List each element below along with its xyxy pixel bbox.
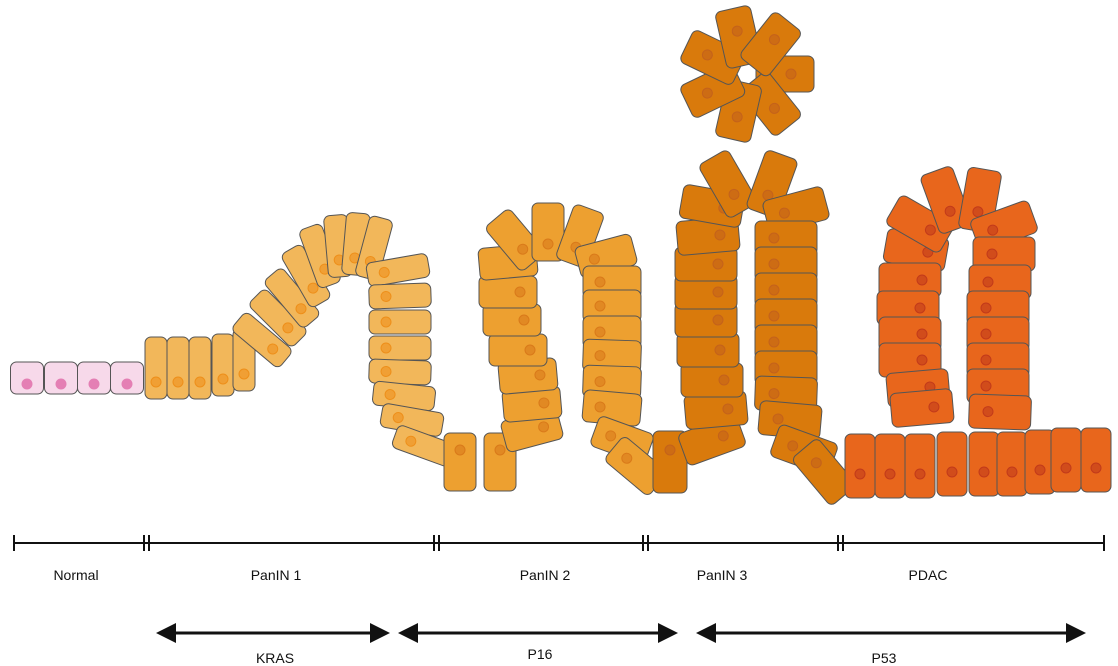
pdac-cell [969,432,999,496]
stage-label-panin2: PanIN 2 [520,567,571,583]
panin3-cell [677,333,739,367]
pdac-cell [997,432,1027,496]
panin3-cell [681,363,743,397]
panin1-cell [145,337,167,399]
pdac-cell [1051,428,1081,492]
pdac-cell [937,432,967,496]
normal-cell [78,362,111,394]
stage-label-normal: Normal [53,567,98,583]
panin2-cell [483,304,541,336]
panin1-cell [189,337,211,399]
pdac-cell [875,434,905,498]
pdac-cell [890,388,955,427]
gene-label-p53: P53 [872,650,897,666]
kras-arrow [156,623,390,643]
panin2-cell [444,433,476,491]
panin1-cell [369,310,431,334]
panin2-cell [489,334,547,366]
epithelium-cells [11,149,1112,507]
stage-label-pdac: PDAC [909,567,948,583]
stage-label-panin1: PanIN 1 [251,567,302,583]
normal-cell [111,362,144,394]
p16-arrow [398,623,678,643]
pdac-cell [1081,428,1111,492]
panin1-cell [212,334,234,396]
p53-arrow [696,623,1086,643]
pdac-cell [845,434,875,498]
panin2-cell [479,276,537,308]
gene-label-p16: P16 [528,646,553,662]
normal-cell [11,362,44,394]
gene-arrows [156,623,1086,643]
stage-label-panin3: PanIN 3 [697,567,748,583]
panin1-cell [369,283,432,309]
stage-timeline [14,535,1104,551]
panin1-cell [369,336,431,360]
panin3-rosette [679,5,814,144]
pdac-cell [968,394,1031,430]
panin1-cell [167,337,189,399]
pdac-cell [905,434,935,498]
gene-label-kras: KRAS [256,650,294,666]
normal-cell [45,362,78,394]
